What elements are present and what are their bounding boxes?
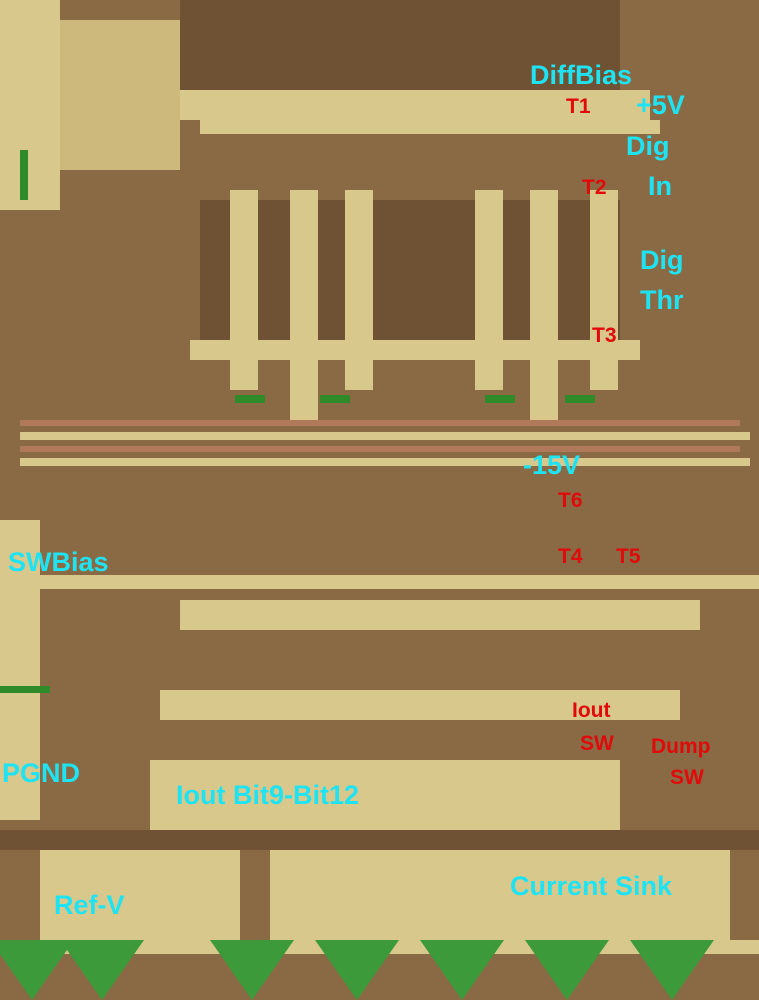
label-iout-sw-2: SW bbox=[580, 732, 614, 755]
label-current-sink: Current Sink bbox=[510, 871, 673, 901]
metal-trace bbox=[530, 190, 558, 420]
poly-line bbox=[20, 446, 740, 452]
label-swbias: SWBias bbox=[8, 547, 109, 577]
label-ref-v: Ref-V bbox=[54, 890, 125, 920]
label-iout-bits: Iout Bit9-Bit12 bbox=[176, 780, 360, 810]
metal-trace bbox=[290, 190, 318, 420]
metal-trace bbox=[0, 575, 759, 589]
label-iout-sw-1: Iout bbox=[572, 699, 611, 722]
bond-pad bbox=[315, 940, 399, 1000]
metal-trace bbox=[150, 760, 620, 830]
poly-line bbox=[20, 420, 740, 426]
label-dig-in-2: In bbox=[648, 171, 672, 201]
label-t4: T4 bbox=[558, 545, 583, 568]
metal-trace bbox=[60, 20, 180, 170]
metal-trace bbox=[200, 120, 660, 134]
metal-trace bbox=[230, 190, 258, 390]
metal-trace bbox=[40, 850, 240, 940]
green-structure bbox=[565, 395, 595, 403]
green-structure bbox=[0, 686, 50, 693]
label-t2: T2 bbox=[582, 176, 607, 199]
metal-trace bbox=[20, 458, 750, 466]
bond-pad bbox=[210, 940, 294, 1000]
green-structure bbox=[485, 395, 515, 403]
dark-region bbox=[180, 0, 620, 90]
green-structure bbox=[20, 150, 28, 200]
label-dump-sw-1: Dump bbox=[651, 735, 711, 758]
metal-trace bbox=[180, 90, 650, 120]
bond-pad bbox=[60, 940, 144, 1000]
label-t1: T1 bbox=[566, 95, 591, 118]
bond-pad bbox=[420, 940, 504, 1000]
label-t3: T3 bbox=[592, 324, 617, 347]
metal-trace bbox=[270, 850, 730, 950]
label-dig-in-1: Dig bbox=[626, 131, 670, 161]
dark-region bbox=[0, 830, 759, 850]
label-dig-thr-1: Dig bbox=[640, 245, 684, 275]
metal-trace bbox=[180, 600, 700, 630]
metal-trace bbox=[160, 690, 680, 720]
label-dig-thr-2: Thr bbox=[640, 285, 684, 315]
label-minus15v: -15V bbox=[523, 450, 581, 480]
metal-trace bbox=[590, 190, 618, 390]
metal-trace bbox=[20, 432, 750, 440]
metal-trace bbox=[190, 340, 640, 360]
metal-trace bbox=[0, 0, 60, 210]
metal-trace bbox=[0, 520, 40, 820]
metal-trace bbox=[345, 190, 373, 390]
bond-pad bbox=[630, 940, 714, 1000]
label-t5: T5 bbox=[616, 545, 641, 568]
green-structure bbox=[235, 395, 265, 403]
label-pgnd: PGND bbox=[2, 758, 81, 788]
bond-pad bbox=[525, 940, 609, 1000]
label-plus5v: +5V bbox=[636, 90, 685, 120]
label-diffbias: DiffBias bbox=[530, 60, 633, 90]
metal-trace bbox=[475, 190, 503, 390]
label-t6: T6 bbox=[558, 489, 583, 512]
green-structure bbox=[320, 395, 350, 403]
label-dump-sw-2: SW bbox=[670, 766, 704, 789]
